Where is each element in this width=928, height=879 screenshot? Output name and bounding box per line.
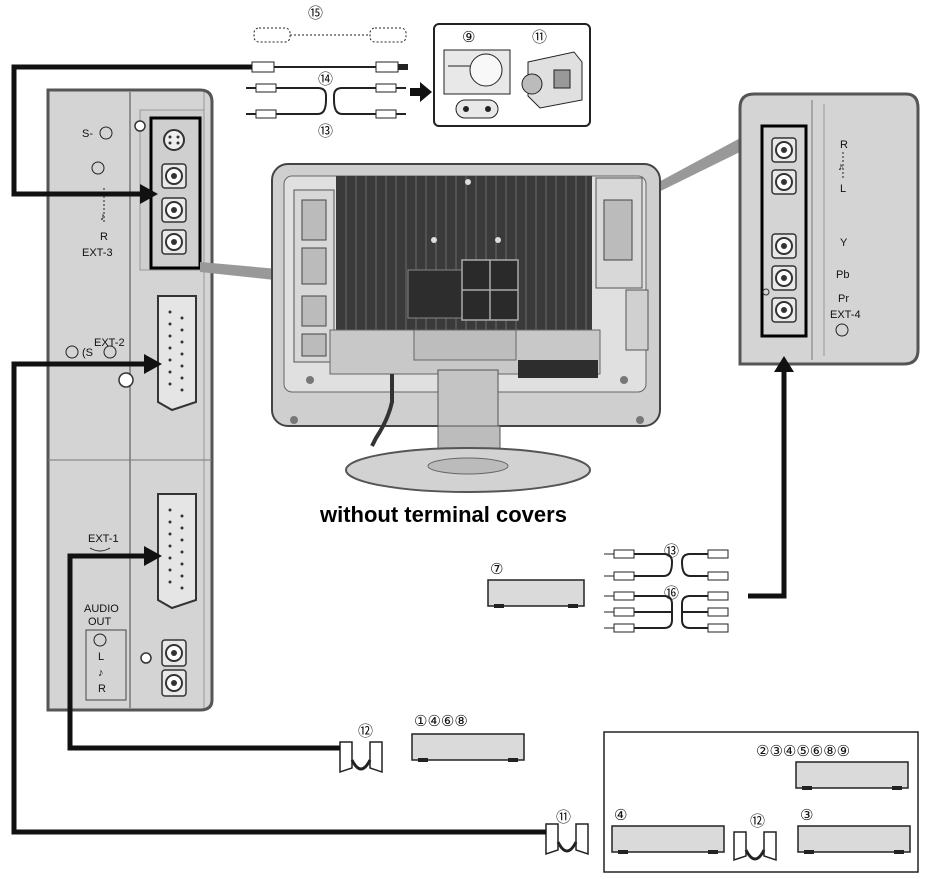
audio-note-icon: ♪ xyxy=(100,211,106,223)
recorder-device xyxy=(411,733,525,761)
y-label: Y xyxy=(840,237,848,249)
ext3-label: EXT-3 xyxy=(82,247,113,259)
audio-out-l-jack xyxy=(161,639,187,667)
callout-1468: ①④⑥⑧ xyxy=(414,713,468,730)
right-terminal-panel: R ♪ L Y Pb Pr EXT-4 xyxy=(738,92,920,366)
arrow-ext3-icon xyxy=(140,184,158,204)
top-cables: ⑮ ⑭ ⑬ ⑨ ⑪ xyxy=(246,5,591,140)
component-video-cable xyxy=(613,591,729,633)
scart-cable-dashed xyxy=(253,27,407,43)
audio-out-r-label: R xyxy=(98,683,106,695)
caption: without terminal covers xyxy=(319,502,567,527)
callout-12-box: ⑫ xyxy=(750,813,765,830)
game-controller-icon xyxy=(455,99,499,119)
pb-label: Pb xyxy=(836,269,849,281)
ext4-label: EXT-4 xyxy=(830,309,861,321)
callout-11-bottom: ⑪ xyxy=(556,809,571,826)
callout-12-bottom: ⑫ xyxy=(358,723,373,740)
svideo-cable xyxy=(251,61,408,73)
chained-device-right xyxy=(797,825,911,853)
callout-11-top: ⑪ xyxy=(532,29,547,46)
audio-out-note-icon: ♪ xyxy=(98,667,104,679)
ext3-audio-l-jack xyxy=(161,197,187,223)
audio-out-l-label: L xyxy=(98,651,104,663)
chained-device-top xyxy=(795,761,909,789)
video-symbol-icon xyxy=(91,161,105,175)
callout-16: ⑯ xyxy=(664,585,679,602)
callout-9: ⑨ xyxy=(462,29,475,46)
l-label: L xyxy=(840,183,846,195)
camcorder-icon xyxy=(521,51,583,109)
svideo-label: S- xyxy=(82,128,93,140)
screw-hole xyxy=(134,120,146,132)
callout-234568-9: ②③④⑤⑥⑧⑨ xyxy=(756,743,850,760)
callout-7: ⑦ xyxy=(490,561,503,578)
pr-label: Pr xyxy=(838,293,849,305)
bottom-devices: ⑫ ①④⑥⑧ ②③④⑤⑥⑧⑨ ④ ⑫ ③ ⑪ xyxy=(339,713,919,873)
callout-13-mid: ⑬ xyxy=(664,543,679,560)
ext4-audio-r-jack xyxy=(771,137,797,163)
ext4-y-jack xyxy=(771,233,797,259)
ext2-label: EXT-2 xyxy=(94,337,125,349)
tv-rear-view xyxy=(200,136,744,493)
audio-out-symbol-icon xyxy=(93,633,107,647)
chained-device-left xyxy=(611,825,725,853)
ext3-video-jack xyxy=(161,163,187,189)
callout-4: ④ xyxy=(614,807,627,824)
arrow-ext2-icon xyxy=(144,354,162,374)
svideo-symbol-icon xyxy=(99,126,113,140)
ext4-pb-jack xyxy=(771,265,797,291)
callout-15: ⑮ xyxy=(308,5,323,22)
arrow-right-icon xyxy=(410,82,432,102)
callout-14: ⑭ xyxy=(318,71,333,88)
component-source-group: ⑦ ⑬ ⑯ xyxy=(487,543,729,633)
ext2-svideo-icon xyxy=(103,345,117,359)
dvd-player-icon xyxy=(443,49,511,95)
arrowheads xyxy=(140,184,794,566)
arrow-ext4-icon xyxy=(774,356,794,372)
r-label: R xyxy=(840,139,848,151)
rca-cable-pair xyxy=(246,83,406,119)
connection-lines xyxy=(11,64,787,835)
component-source-device xyxy=(487,579,585,607)
ext1-label: EXT-1 xyxy=(88,533,119,545)
audio-out-label-2: OUT xyxy=(88,616,112,628)
scart-adapter-1 xyxy=(339,741,383,774)
ext4-audio-l-jack xyxy=(771,169,797,195)
audio-out-r-jack xyxy=(161,669,187,697)
ext2-sub-label: (S xyxy=(82,347,93,359)
callout-13-top: ⑬ xyxy=(318,123,333,140)
arrow-ext1-icon xyxy=(144,546,162,566)
scart-cable-adapter xyxy=(545,823,589,856)
ext1-scart-socket xyxy=(157,493,197,610)
ext3-audio-r-jack xyxy=(161,229,187,255)
callout-3: ③ xyxy=(800,807,813,824)
audio-out-label-1: AUDIO xyxy=(84,603,119,615)
scart-adapter-2 xyxy=(733,831,777,862)
ext4-pr-jack xyxy=(771,297,797,323)
ext2-input-icon xyxy=(65,345,79,359)
left-terminal-panel: S- ♪ R EXT-3 EXT-2 (S EXT-1 xyxy=(46,88,214,712)
audio-note-icon: ♪ xyxy=(838,161,844,173)
ext2-scart-socket xyxy=(157,295,197,412)
ext4-highlight-box xyxy=(760,124,808,338)
ext4-input-icon xyxy=(835,323,849,337)
svideo-jack xyxy=(163,129,185,151)
audio-r-label: R xyxy=(100,231,108,243)
